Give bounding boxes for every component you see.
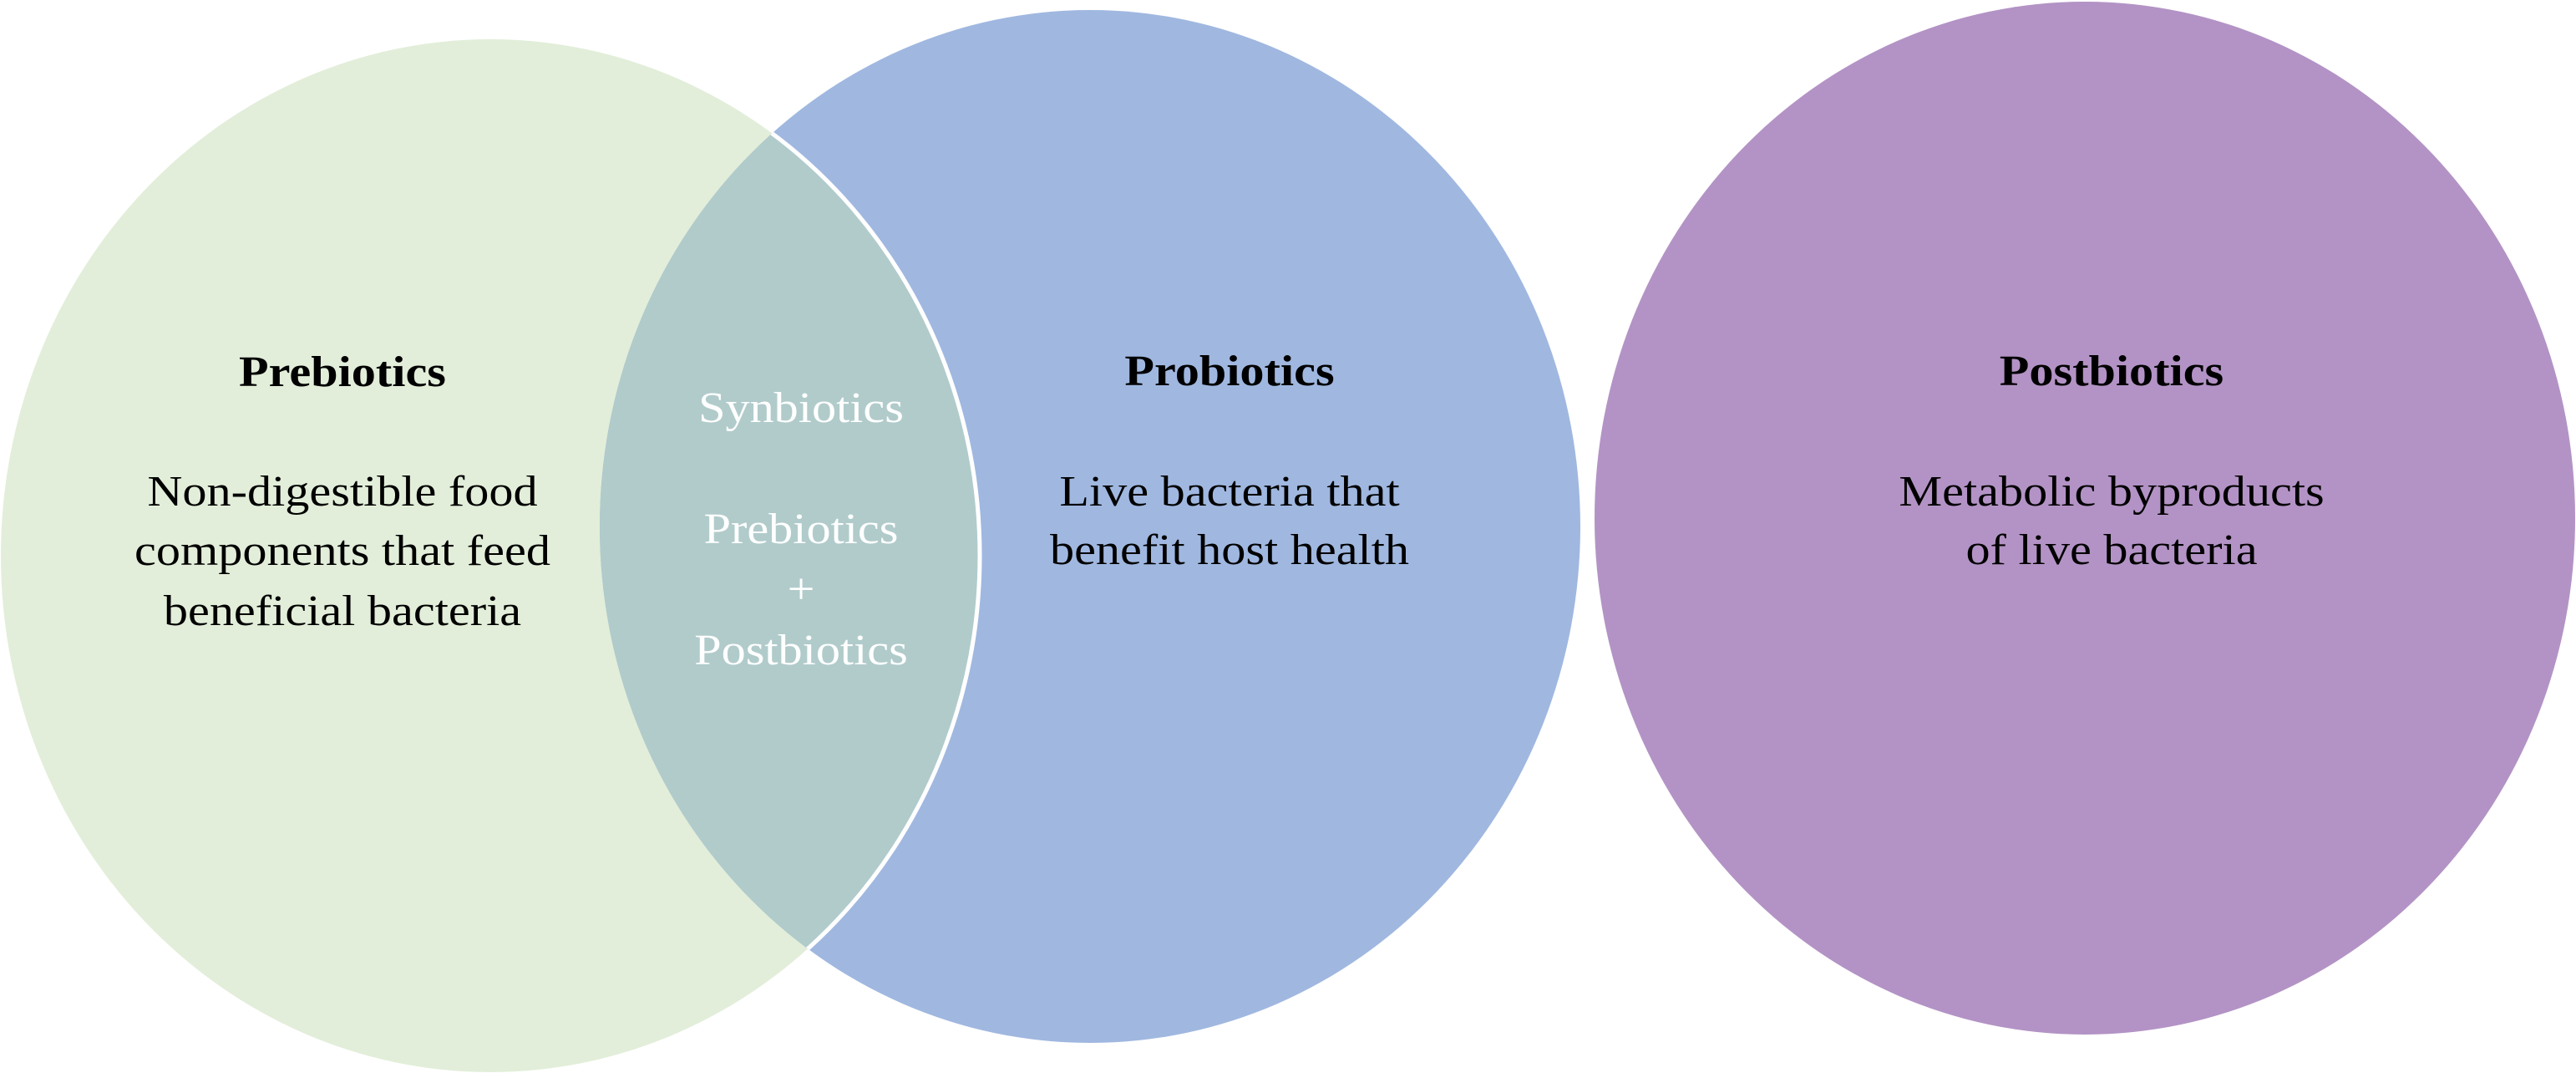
synbiotics-title: Synbiotics — [698, 384, 904, 431]
prebiotics-title: Prebiotics — [239, 348, 446, 395]
postbiotics-description-line: Metabolic byproducts — [1899, 467, 2324, 515]
overlap-outline — [600, 37, 982, 1043]
synbiotics-plus-sign: + — [788, 565, 815, 613]
postbiotics-title: Postbiotics — [2000, 347, 2224, 394]
prebiotics-description-line: components that feed — [134, 526, 550, 574]
prebiotics-description-line: Non-digestible food — [147, 467, 537, 515]
postbiotics-label-group: Postbiotics Metabolic byproducts of live… — [1899, 347, 2324, 573]
synbiotics-formula-line: Prebiotics — [704, 505, 899, 552]
probiotics-description-line: benefit host health — [1050, 526, 1409, 573]
prebiotics-label-group: Prebiotics Non-digestible food component… — [134, 348, 550, 634]
probiotics-description-line: Live bacteria that — [1059, 467, 1400, 515]
probiotics-label-group: Probiotics Live bacteria that benefit ho… — [1050, 347, 1409, 573]
synbiotics-label-group: Synbiotics Prebiotics + Postbiotics — [694, 384, 908, 674]
postbiotics-description-line: of live bacteria — [1965, 526, 2257, 573]
synbiotics-overlap — [600, 37, 982, 1043]
probiotics-title: Probiotics — [1124, 347, 1334, 394]
synbiotics-formula-line: Postbiotics — [694, 626, 908, 674]
prebiotics-description-line: beneficial bacteria — [164, 587, 521, 634]
postbiotics-circle — [1595, 2, 2575, 1035]
